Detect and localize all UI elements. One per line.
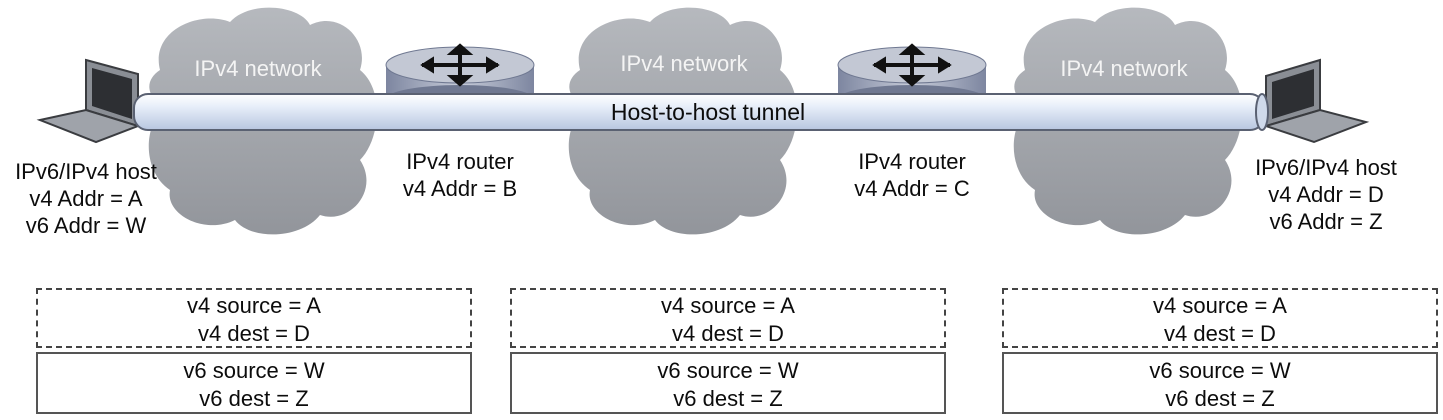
host-right-v6: v6 Addr = Z — [1269, 209, 1383, 234]
router-left-label: IPv4 router v4 Addr = B — [380, 148, 540, 202]
v6-dest-text: v6 dest = Z — [673, 386, 783, 411]
v6-source-text: v6 source = W — [183, 358, 325, 383]
packet-right: v4 source = A v4 dest = D v6 source = W … — [1002, 288, 1438, 414]
ipv6-packet: v6 source = W v6 dest = Z — [36, 352, 472, 414]
router-left-title: IPv4 router — [406, 149, 514, 174]
v6-dest-text: v6 dest = Z — [1165, 386, 1275, 411]
v4-dest-text: v4 dest = D — [198, 321, 310, 346]
ipv4-header: v4 source = A v4 dest = D — [1002, 288, 1438, 348]
v4-dest-text: v4 dest = D — [1164, 321, 1276, 346]
ipv6-packet: v6 source = W v6 dest = Z — [1002, 352, 1438, 414]
router-left-v4: v4 Addr = B — [402, 176, 518, 201]
tunnel-tube — [133, 93, 1269, 131]
router-right-title: IPv4 router — [858, 149, 966, 174]
host-left-v6: v6 Addr = W — [25, 213, 147, 238]
router-right-v4: v4 Addr = C — [854, 176, 970, 201]
host-right-v4: v4 Addr = D — [1268, 182, 1384, 207]
v4-source-text: v4 source = A — [187, 293, 321, 318]
host-right-title: IPv6/IPv4 host — [1255, 155, 1397, 180]
network-label-middle: IPv4 network — [620, 51, 748, 76]
network-label-right: IPv4 network — [1060, 56, 1188, 81]
tunnel-label: Host-to-host tunnel — [611, 99, 805, 125]
host-left-title: IPv6/IPv4 host — [15, 159, 157, 184]
v6-dest-text: v6 dest = Z — [199, 386, 309, 411]
ipv6-packet: v6 source = W v6 dest = Z — [510, 352, 946, 414]
host-left-label: IPv6/IPv4 host v4 Addr = A v6 Addr = W — [0, 158, 172, 239]
ipv4-header: v4 source = A v4 dest = D — [36, 288, 472, 348]
ipv4-header: v4 source = A v4 dest = D — [510, 288, 946, 348]
router-right-label: IPv4 router v4 Addr = C — [832, 148, 992, 202]
packet-middle: v4 source = A v4 dest = D v6 source = W … — [510, 288, 946, 414]
packet-left: v4 source = A v4 dest = D v6 source = W … — [36, 288, 472, 414]
laptop-left-icon — [36, 58, 142, 144]
host-right-label: IPv6/IPv4 host v4 Addr = D v6 Addr = Z — [1236, 154, 1416, 235]
v6-source-text: v6 source = W — [657, 358, 799, 383]
v4-source-text: v4 source = A — [661, 293, 795, 318]
router-left-icon — [385, 43, 535, 113]
v4-source-text: v4 source = A — [1153, 293, 1287, 318]
network-label-left: IPv4 network — [194, 56, 322, 81]
host-left-v4: v4 Addr = A — [29, 186, 143, 211]
v4-dest-text: v4 dest = D — [672, 321, 784, 346]
laptop-right-icon — [1262, 58, 1370, 144]
v6-source-text: v6 source = W — [1149, 358, 1291, 383]
